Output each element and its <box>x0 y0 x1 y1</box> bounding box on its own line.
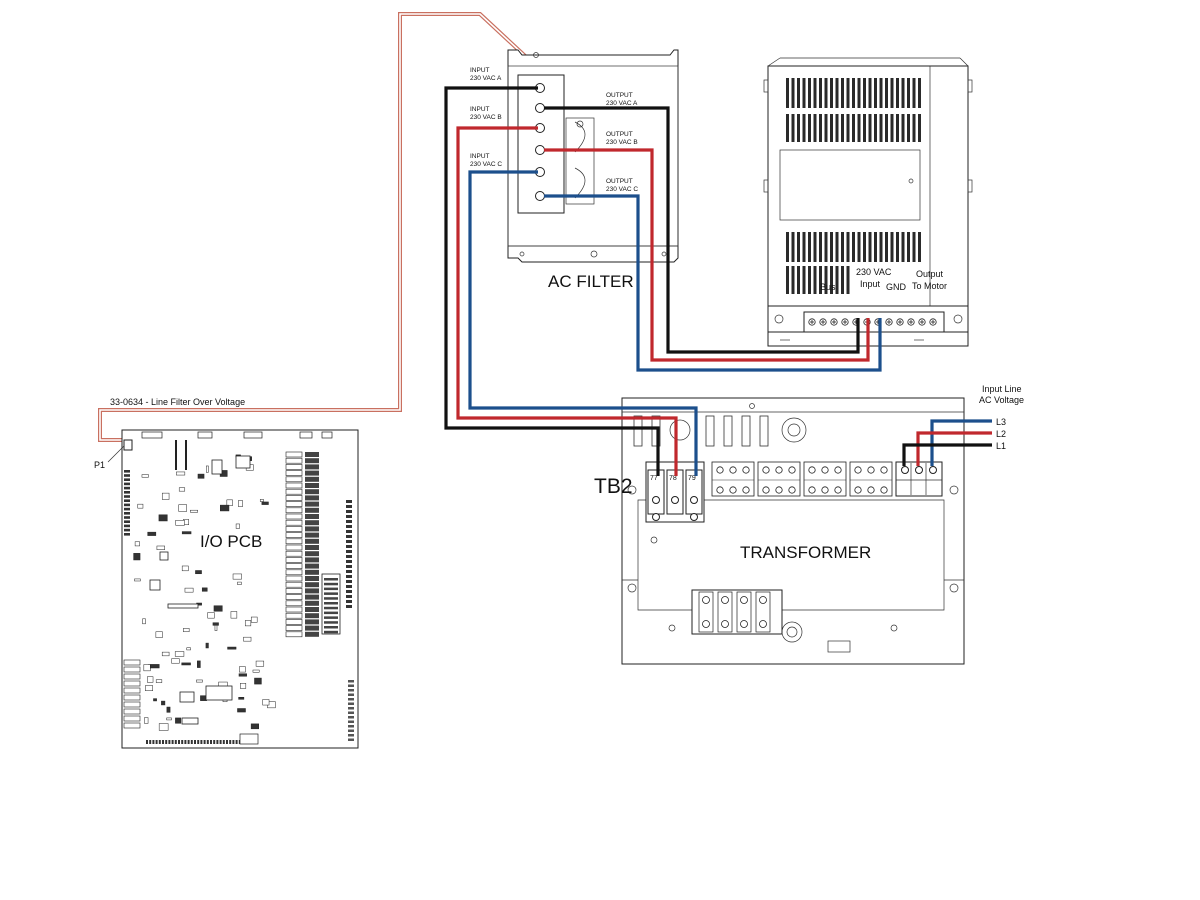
tb2-terminals: 77 78 79 <box>647 469 703 521</box>
vac-input-label-1: 230 VAC <box>856 267 892 277</box>
transformer: 77 78 79 <box>621 397 965 665</box>
vac-input-label-2: Input <box>860 279 881 289</box>
input-line-l2: L2 <box>996 429 1006 439</box>
bus-label: Bus <box>820 282 836 292</box>
tb2-terminal-79: 79 <box>688 475 696 482</box>
input-a-label-1: INPUT <box>470 67 490 74</box>
p1-label: P1 <box>94 460 105 470</box>
transformer-terminal-groups <box>711 461 893 497</box>
output-motor-label-2: To Motor <box>912 281 947 291</box>
input-c-label-2: 230 VAC C <box>470 161 502 168</box>
transformer-title: TRANSFORMER <box>740 543 871 562</box>
output-c-label-2: 230 VAC C <box>606 186 638 193</box>
input-line-l3: L3 <box>996 417 1006 427</box>
tb2-terminal-78: 78 <box>669 475 677 482</box>
output-a-label-1: OUTPUT <box>606 92 633 99</box>
io-pcb-label: I/O PCB <box>200 532 262 551</box>
output-a-label-2: 230 VAC A <box>606 100 638 107</box>
output-b-label-2: 230 VAC B <box>606 139 638 146</box>
drive-terminal-screws <box>808 318 937 326</box>
cable-label: 33-0634 - Line Filter Over Voltage <box>110 397 245 407</box>
output-c-label-1: OUTPUT <box>606 178 633 185</box>
input-line-title-1: Input Line <box>982 384 1022 394</box>
input-b-label-1: INPUT <box>470 106 490 113</box>
output-b-label-1: OUTPUT <box>606 131 633 138</box>
input-line-title-2: AC Voltage <box>979 395 1024 405</box>
gnd-label: GND <box>886 282 907 292</box>
io-pcb <box>121 429 359 749</box>
tb2-terminal-77: 77 <box>650 475 658 482</box>
input-c-label-1: INPUT <box>470 153 490 160</box>
input-line-terminal <box>896 463 942 495</box>
ac-filter-title: AC FILTER <box>548 272 634 291</box>
drive-vents <box>786 78 921 294</box>
input-a-label-2: 230 VAC A <box>470 75 502 82</box>
tb2-label: TB2 <box>594 475 633 498</box>
input-b-label-2: 230 VAC B <box>470 114 502 121</box>
input-line-l1: L1 <box>996 441 1006 451</box>
drive-unit: Bus 230 VAC Input GND Output To Motor <box>763 57 973 347</box>
over-voltage-cable <box>98 12 540 442</box>
phase-wires <box>444 86 992 476</box>
output-motor-label-1: Output <box>916 269 944 279</box>
